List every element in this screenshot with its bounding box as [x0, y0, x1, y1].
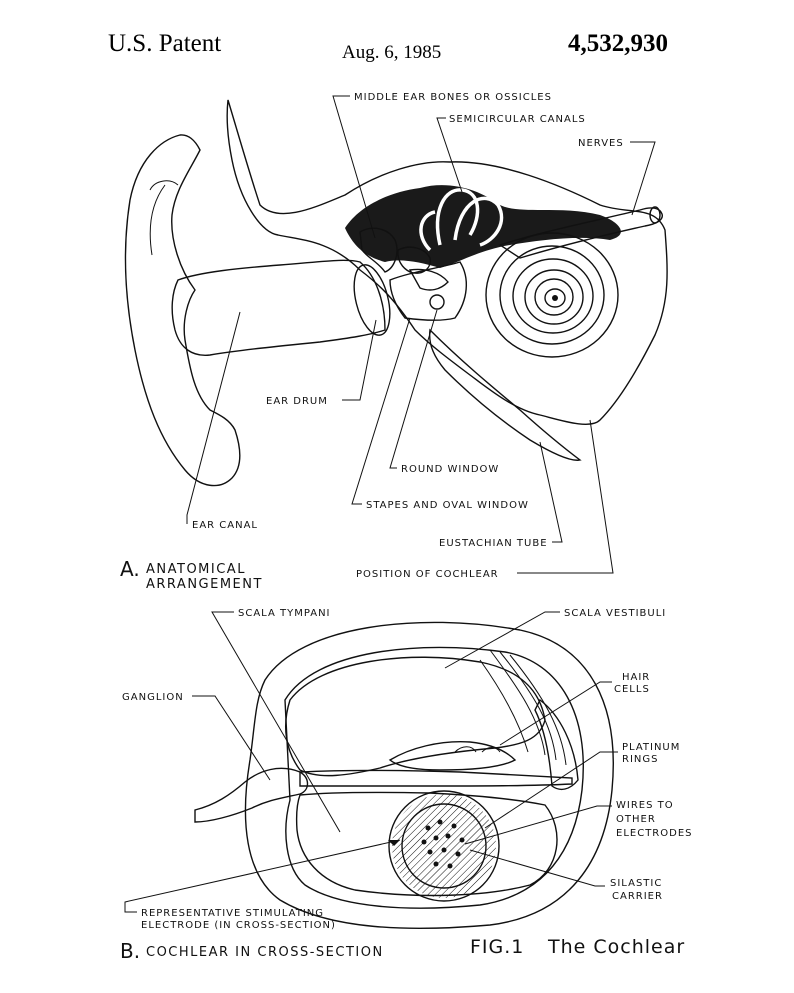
- label-semicircular-canals: SEMICIRCULAR CANALS: [449, 114, 586, 125]
- label-electrode-2: ELECTRODE (IN CROSS-SECTION): [141, 920, 336, 931]
- label-wires-3: ELECTRODES: [616, 828, 692, 839]
- scala-vestibuli: [285, 656, 546, 777]
- label-platinum-1: PLATINUM: [622, 742, 680, 753]
- label-eustachian-tube: EUSTACHIAN TUBE: [439, 538, 548, 549]
- figure-caption: The Cochlear: [547, 936, 685, 958]
- ear-drum: [353, 264, 391, 336]
- label-round-window: ROUND WINDOW: [401, 464, 499, 475]
- part-b-letter: B.: [120, 939, 140, 963]
- label-silastic-2: CARRIER: [612, 891, 663, 902]
- part-a-title-2: ARRANGEMENT: [146, 577, 263, 592]
- cross-section-drawing: [194, 621, 614, 930]
- patent-label: U.S. Patent: [108, 30, 222, 57]
- label-scala-vestibuli: SCALA VESTIBULI: [564, 608, 666, 619]
- label-wires-1: WIRES TO: [616, 800, 674, 811]
- part-b-title: COCHLEAR IN CROSS-SECTION: [146, 945, 384, 960]
- label-ear-canal: EAR CANAL: [192, 520, 258, 531]
- leader-lines-b: [124, 611, 618, 913]
- label-ossicles: MIDDLE EAR BONES OR OSSICLES: [354, 92, 552, 103]
- platinum-ring: [388, 790, 500, 902]
- patent-number: 4,532,930: [568, 30, 668, 57]
- label-hair-1: HAIR: [622, 672, 650, 683]
- label-ganglion: GANGLION: [122, 692, 184, 703]
- label-platinum-2: RINGS: [622, 754, 658, 765]
- temporal-bone: [226, 99, 668, 425]
- label-nerves: NERVES: [578, 138, 624, 149]
- part-a-title-1: ANATOMICAL: [146, 562, 246, 577]
- ear-canal: [171, 259, 386, 356]
- silastic-carrier: [401, 803, 487, 889]
- part-a-letter: A.: [120, 557, 140, 581]
- label-position-cochlear: POSITION OF COCHLEAR: [356, 569, 499, 580]
- anatomy-drawing: [124, 99, 668, 487]
- round-window: [429, 294, 445, 310]
- patent-date: Aug. 6, 1985: [342, 42, 442, 63]
- label-stapes: STAPES AND OVAL WINDOW: [366, 500, 529, 511]
- bone-ring: [244, 621, 614, 930]
- electrode-wires: [421, 819, 465, 869]
- electrode: [388, 790, 500, 902]
- ganglion: [194, 767, 309, 823]
- label-electrode-1: REPRESENTATIVE STIMULATING: [141, 908, 324, 919]
- hair-cells: [388, 740, 517, 771]
- figure-number: FIG.1: [470, 936, 524, 958]
- eustachian-tube: [428, 328, 582, 461]
- cochlea-spiral: [485, 232, 619, 358]
- label-hair-2: CELLS: [614, 684, 650, 695]
- semicircular-canals: [419, 188, 504, 252]
- label-scala-tympani: SCALA TYMPANI: [238, 608, 331, 619]
- pinna: [124, 134, 241, 487]
- leader-lines-a: [186, 95, 656, 574]
- label-ear-drum: EAR DRUM: [266, 396, 328, 407]
- cochlear-wall: [284, 646, 584, 909]
- label-silastic-1: SILASTIC: [610, 878, 662, 889]
- label-wires-2: OTHER: [616, 814, 656, 825]
